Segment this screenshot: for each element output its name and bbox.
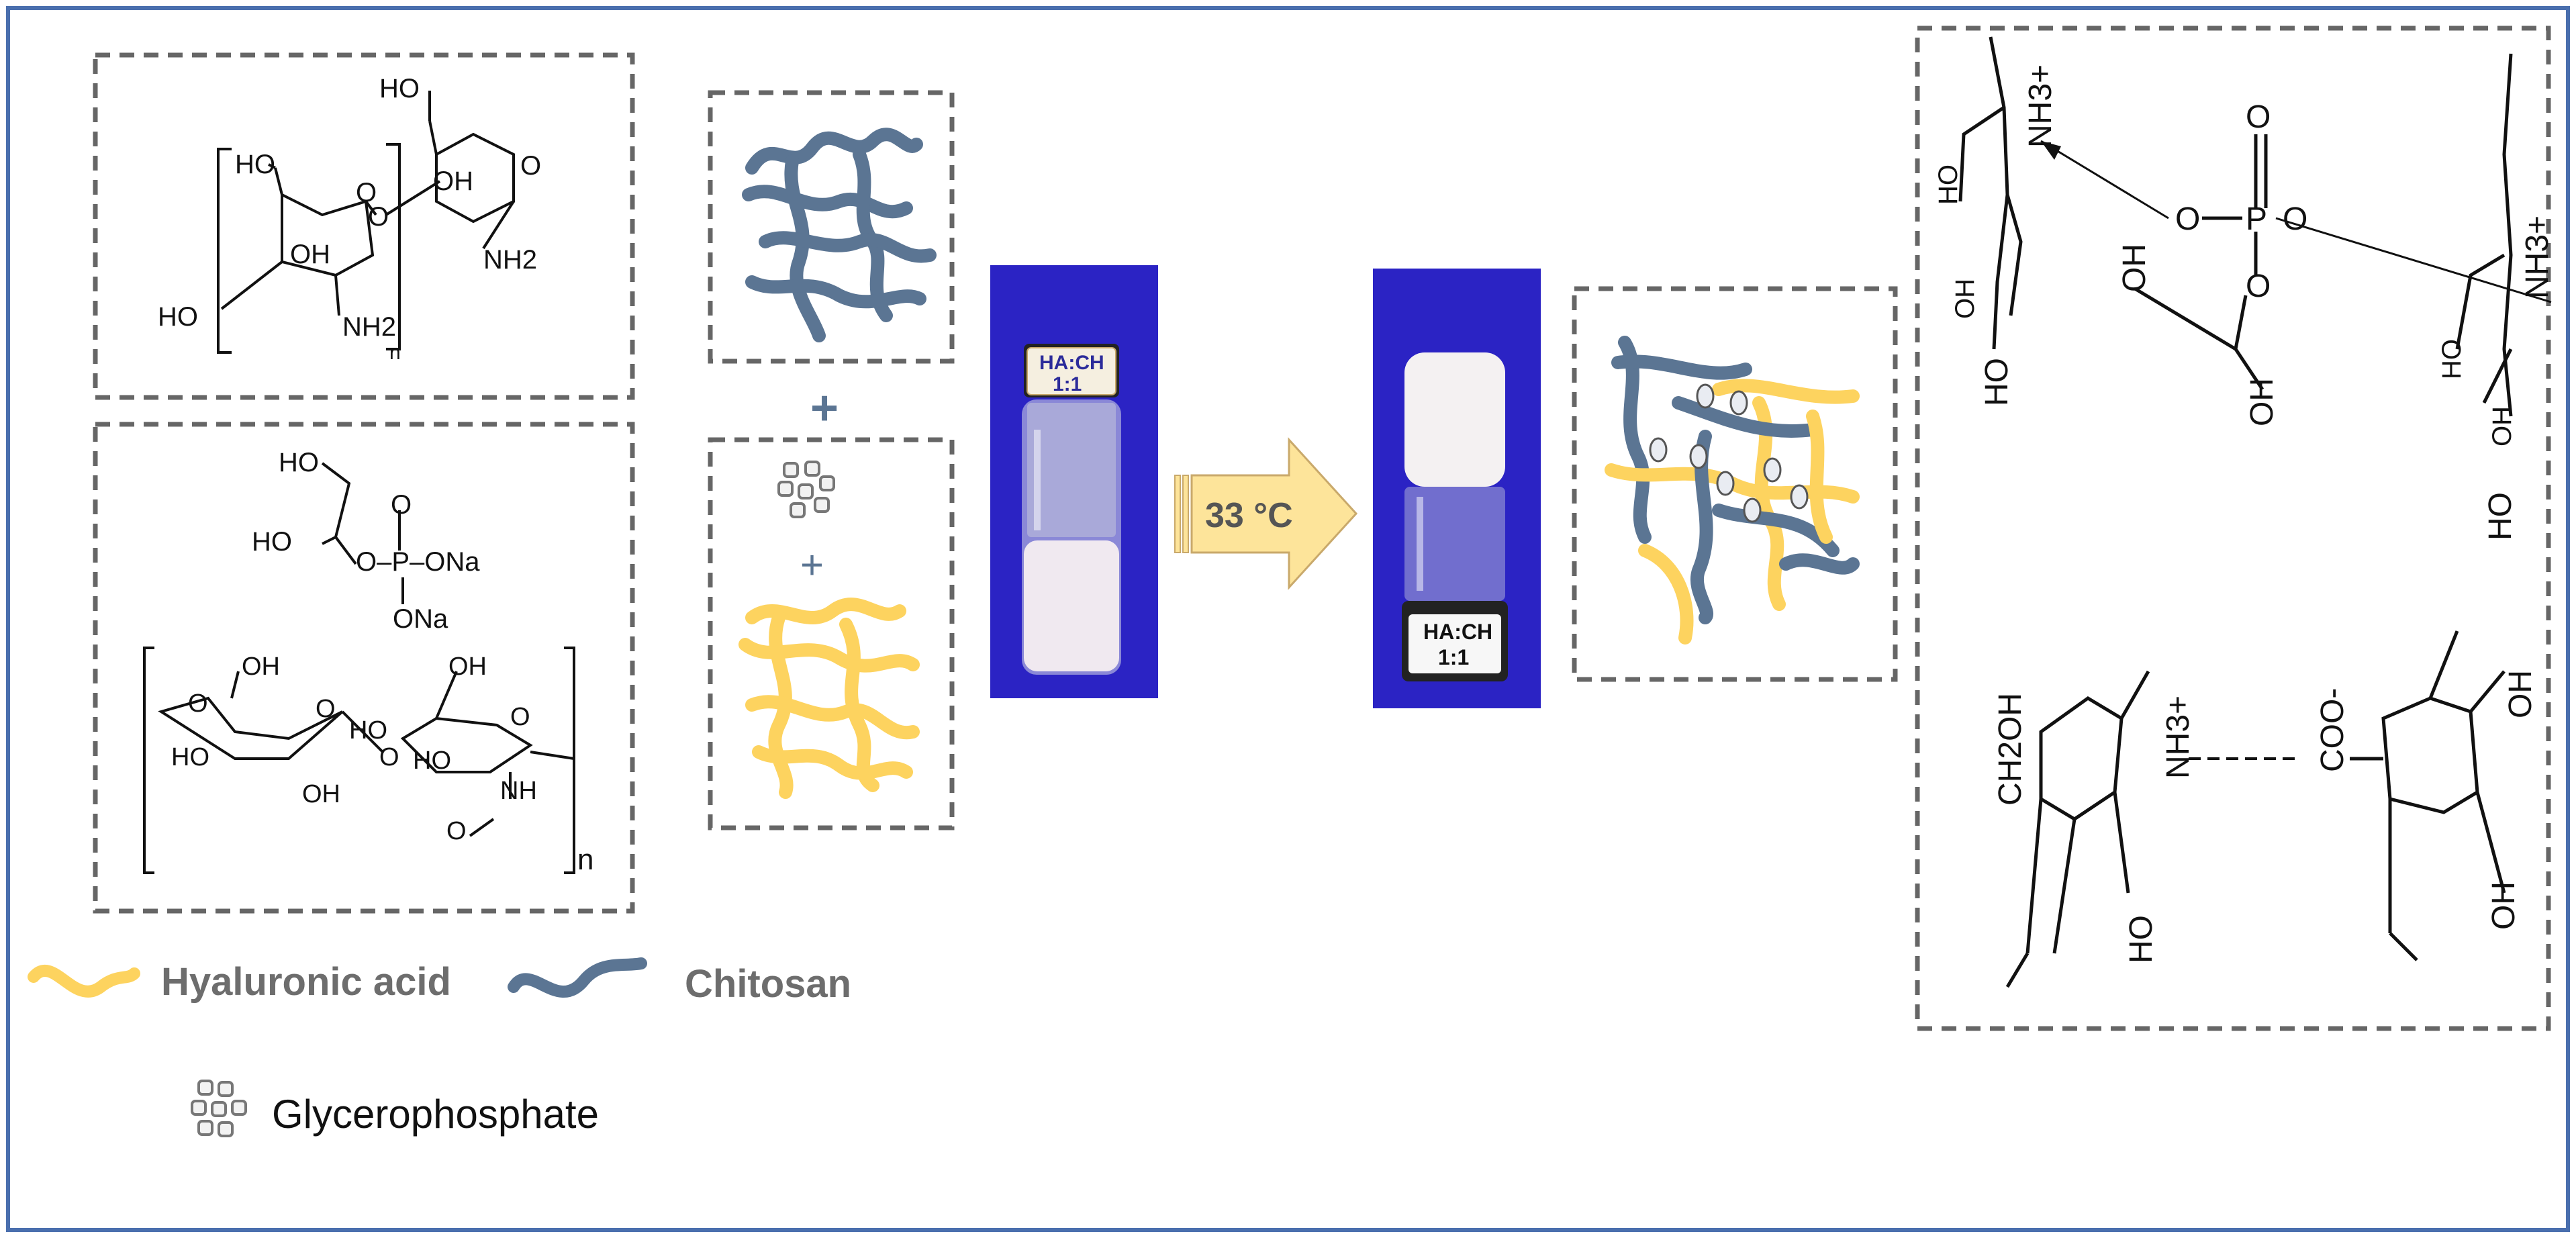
hyaluronic-chains (738, 598, 920, 799)
ha-o-ring1: O (316, 695, 336, 723)
crosslink-chemistry-box (1915, 26, 2551, 1031)
plus-bottom: + (800, 542, 824, 587)
vial-photo-gel: HA:CH 1:1 (1373, 269, 1541, 708)
cl-oh-right: OH (2244, 378, 2280, 426)
ha-oh-top1: OH (242, 653, 280, 681)
ha-o-left: O (188, 689, 208, 718)
vial1-label-2: 1:1 (1053, 373, 1082, 395)
vial2-label-2: 1:1 (1438, 645, 1469, 669)
chitosan-structure-box (93, 52, 635, 400)
ha-o-ring2: O (510, 703, 530, 731)
glycerophosphate-structure (321, 462, 404, 604)
ha-oh-top2: OH (448, 653, 487, 681)
gp-ho1: HO (279, 448, 319, 477)
crosslink-labels-top: NH3+ O O P O O OH OH HO HO OH NH3+ HO OH… (1934, 64, 2555, 540)
cl-o-left: O (2175, 201, 2200, 237)
gp-ona: ONa (393, 604, 448, 634)
cl-o-right: O (2283, 201, 2307, 237)
chitosan-labels: HO HO OH O O O OH NH2 HO NH2 n (158, 74, 541, 364)
hyaluronic-legend-swatch (28, 965, 140, 998)
chitosan-o-ring2: O (520, 151, 541, 181)
gel-network-particles (1649, 383, 1809, 523)
crosslink-labels-bottom: CH2OH NH3+ COO- OH HO OH HO (1993, 670, 2538, 963)
cl-oh-b2: OH (2486, 882, 2522, 930)
cl-o-bottom: O (2246, 269, 2271, 304)
glycerophosphate-particles (777, 461, 835, 518)
crosslink-arrowhead-left (2041, 141, 2061, 160)
ha-ho-left: HO (171, 743, 209, 771)
cl-ch2oh: CH2OH (1993, 693, 2028, 806)
ha-n-sub: n (577, 843, 593, 876)
cl-nh3-left: NH3+ (2023, 64, 2058, 148)
heating-arrow: 33 °C (1174, 437, 1358, 590)
cl-oh-ring2: OH (2487, 406, 2517, 446)
glycerophosphate-legend-swatch (191, 1080, 247, 1137)
crosslink-structure-top (1958, 36, 2552, 417)
cl-ho4: HO (2483, 492, 2518, 540)
cl-ho2: HO (1979, 358, 2015, 406)
legend: Hyaluronic acid Chitosan Glycerophosphat… (28, 957, 851, 1137)
vial1-label-1: HA:CH (1039, 352, 1104, 374)
cl-ho3: HO (2437, 339, 2467, 379)
chitosan-o-ring1: O (356, 178, 377, 207)
cl-coo: COO- (2315, 688, 2350, 772)
ha-o-link: O (379, 743, 399, 771)
chitosan-nh2-right: NH2 (483, 245, 537, 275)
gp-p-ona: O–P–ONa (356, 547, 480, 577)
vial2-label-1: HA:CH (1423, 620, 1492, 644)
gp-o-dbl: O (391, 490, 412, 520)
glycerophosphate-labels: HO O HO O–P–ONa ONa (252, 448, 480, 634)
chitosan-legend-label: Chitosan (685, 962, 851, 1006)
vial-photo-liquid: HA:CH 1:1 (990, 265, 1158, 698)
chitosan-chains (742, 128, 937, 342)
cl-oh-left: OH (2117, 244, 2152, 292)
chitosan-chains-box (708, 90, 955, 364)
ha-ho-mid: HO (349, 716, 387, 745)
cl-ho1: HO (1934, 164, 1963, 205)
chitosan-n-sub: n (389, 342, 401, 364)
gel-network (1605, 336, 1860, 645)
chitosan-oh-mid: OH (290, 240, 330, 269)
chitosan-oh-right: OH (433, 166, 473, 196)
cl-nh3-bottom: NH3+ (2160, 696, 2196, 779)
hyaluronic-structure (143, 647, 575, 874)
outer-frame (6, 6, 2570, 1232)
ha-oh-bottom: OH (302, 780, 340, 808)
chitosan-structure (217, 91, 515, 354)
cl-p: P (2246, 201, 2267, 237)
chitosan-ho-bottom: HO (158, 302, 198, 332)
cl-oh-ring1: OH (1950, 279, 1980, 319)
glycerophosphate-legend-label: Glycerophosphate (272, 1092, 599, 1137)
gel-network-box (1572, 286, 1898, 682)
hyaluronic-legend-label: Hyaluronic acid (161, 960, 451, 1004)
plus-top: + (810, 381, 839, 435)
ha-o-acetyl: O (446, 817, 467, 845)
chitosan-o-link: O (368, 202, 389, 232)
gp-ha-structure-box (93, 422, 635, 914)
chitosan-nh2-left: NH2 (342, 312, 396, 342)
chitosan-ho-top: HO (379, 74, 420, 103)
chitosan-ho-left: HO (235, 150, 275, 179)
hyaluronic-labels: OH OH O O HO O HO O HO OH NH O n (171, 653, 593, 876)
cl-oh-b1: OH (2503, 670, 2538, 718)
gp-ho2: HO (252, 527, 292, 557)
gp-ha-chains-box (708, 437, 955, 830)
ha-nh: NH (500, 777, 537, 805)
cl-nh3-right: NH3+ (2520, 216, 2555, 299)
crosslink-structure-bottom (2005, 630, 2506, 988)
temperature-label: 33 °C (1205, 496, 1293, 535)
ha-ho-right: HO (413, 747, 451, 775)
cl-ho-b1: HO (2124, 915, 2159, 963)
cl-o-top: O (2246, 99, 2271, 135)
chitosan-legend-swatch (508, 957, 647, 998)
